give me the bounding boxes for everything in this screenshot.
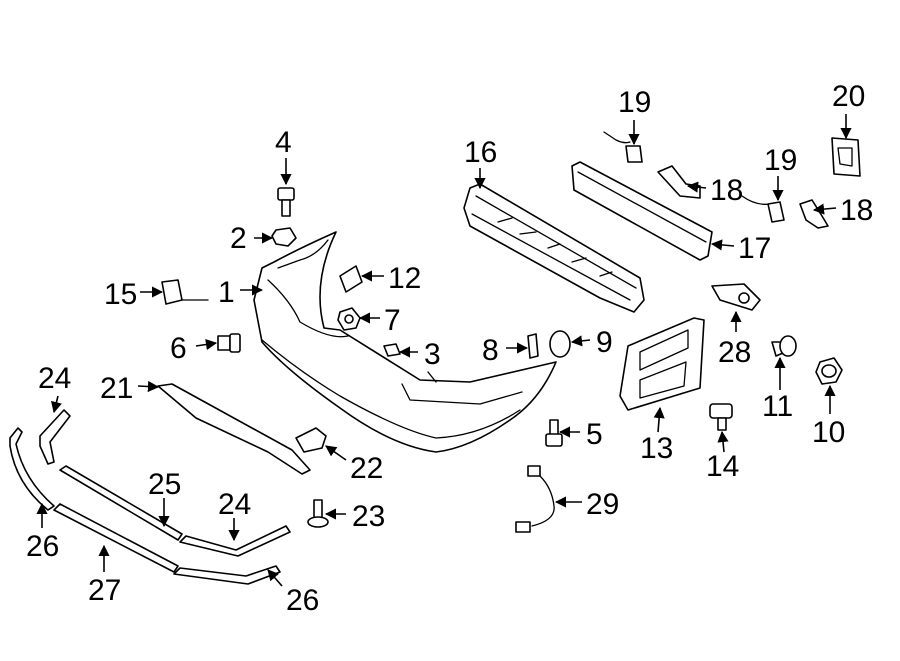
clip-18-left xyxy=(657,165,701,199)
clip-18-right xyxy=(799,199,829,229)
clip-8 xyxy=(527,333,539,359)
molding-25 xyxy=(59,465,183,541)
callout-20: 20 xyxy=(832,80,865,113)
molding-26-left xyxy=(9,427,55,511)
molding-24-right xyxy=(179,525,291,557)
callout-14: 14 xyxy=(706,450,739,483)
sensor-bracket-28 xyxy=(711,283,761,311)
leader-lines xyxy=(36,114,852,587)
bolt-6 xyxy=(217,333,241,353)
bumper-cover xyxy=(253,231,557,453)
callout-labels: 4 2 1 15 6 7 3 12 8 9 5 16 17 19 19 18 1… xyxy=(26,80,873,617)
callout-29: 29 xyxy=(586,488,619,521)
callout-5: 5 xyxy=(586,418,603,451)
callout-17: 17 xyxy=(738,232,771,265)
callout-7: 7 xyxy=(384,304,401,337)
callout-2: 2 xyxy=(230,222,247,255)
callout-10: 10 xyxy=(812,416,845,449)
bolt-4 xyxy=(277,187,295,217)
callout-28: 28 xyxy=(718,336,751,369)
label-15 xyxy=(161,279,209,305)
callout-21: 21 xyxy=(100,372,133,405)
callout-11: 11 xyxy=(762,390,793,423)
nut-2 xyxy=(271,227,297,247)
wiring-harness-29 xyxy=(515,465,555,533)
energy-absorber xyxy=(571,161,713,261)
callout-4: 4 xyxy=(275,126,292,159)
label-3 xyxy=(383,343,401,357)
callout-22: 22 xyxy=(350,452,383,485)
callout-23: 23 xyxy=(352,500,385,533)
callout-1: 1 xyxy=(218,276,235,309)
nut-22 xyxy=(295,427,327,453)
callout-8: 8 xyxy=(482,334,499,367)
grommet-10 xyxy=(815,357,843,385)
callout-24a: 24 xyxy=(38,362,71,395)
callout-19a: 19 xyxy=(618,86,651,119)
callout-27: 27 xyxy=(88,574,121,607)
callout-9: 9 xyxy=(596,326,613,359)
callout-13: 13 xyxy=(640,432,673,465)
callout-12: 12 xyxy=(388,262,421,295)
callout-16: 16 xyxy=(464,136,497,169)
callout-18a: 18 xyxy=(710,174,743,207)
callout-26b: 26 xyxy=(286,584,319,617)
callout-6: 6 xyxy=(170,332,187,365)
molding-27 xyxy=(53,503,179,573)
callout-18b: 18 xyxy=(840,194,873,227)
bolt-23 xyxy=(307,499,329,528)
bolt-5 xyxy=(545,419,563,447)
callout-25: 25 xyxy=(148,468,181,501)
callout-24b: 24 xyxy=(218,488,251,521)
nut-7 xyxy=(337,307,361,331)
callout-3: 3 xyxy=(424,338,441,371)
lower-strip-21 xyxy=(157,383,311,475)
callout-15: 15 xyxy=(104,278,137,311)
mount-plate-20 xyxy=(831,137,861,177)
bolt-14 xyxy=(709,403,733,431)
molding-24-left xyxy=(39,409,71,465)
impact-bar xyxy=(463,183,645,313)
callout-26a: 26 xyxy=(26,530,59,563)
bracket-19-left xyxy=(603,131,643,163)
label-12 xyxy=(339,265,363,293)
push-pin-11 xyxy=(771,335,797,357)
bracket-19-right xyxy=(741,195,785,223)
side-bracket-13 xyxy=(619,317,705,411)
molding-26-right xyxy=(173,565,281,585)
cap-9 xyxy=(549,330,571,358)
callout-19b: 19 xyxy=(764,144,797,177)
